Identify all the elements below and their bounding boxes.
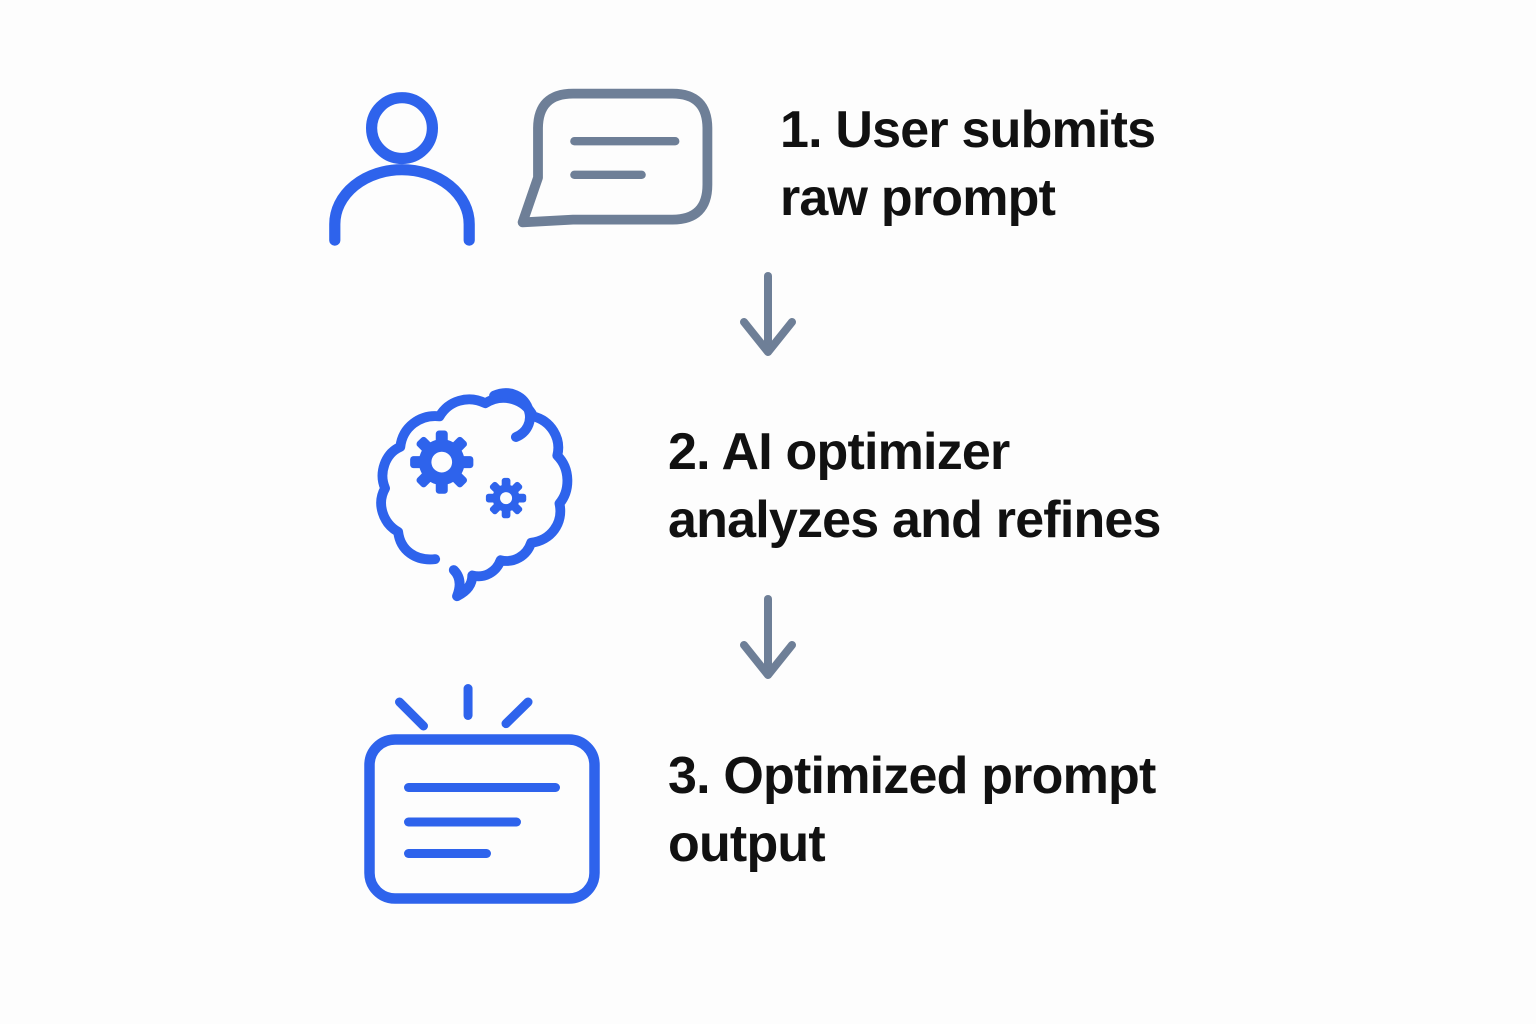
step-1-label: 1. User submits raw prompt — [780, 96, 1156, 232]
down-arrow-icon — [740, 272, 796, 356]
user-icon — [329, 92, 475, 246]
step-3-line1: 3. Optimized prompt — [668, 747, 1156, 805]
gear-large-icon — [410, 430, 474, 494]
brain-gears-icon — [376, 388, 573, 602]
step-3-line2: output — [668, 815, 826, 873]
down-arrow-icon — [740, 595, 796, 679]
ray-left — [395, 697, 428, 731]
ray-right — [501, 697, 533, 729]
step-2-line2: analyzes and refines — [668, 491, 1161, 549]
step-1-line1: 1. User submits — [780, 101, 1156, 159]
step-2-line1: 2. AI optimizer — [668, 423, 1010, 481]
sparkle-card-icon — [364, 684, 600, 904]
step-1-line2: raw prompt — [780, 169, 1056, 227]
gear-small-icon — [485, 477, 527, 519]
speech-bubble-icon — [517, 88, 713, 228]
step-2-label: 2. AI optimizer analyzes and refines — [668, 418, 1161, 554]
step-3-label: 3. Optimized prompt output — [668, 742, 1156, 878]
